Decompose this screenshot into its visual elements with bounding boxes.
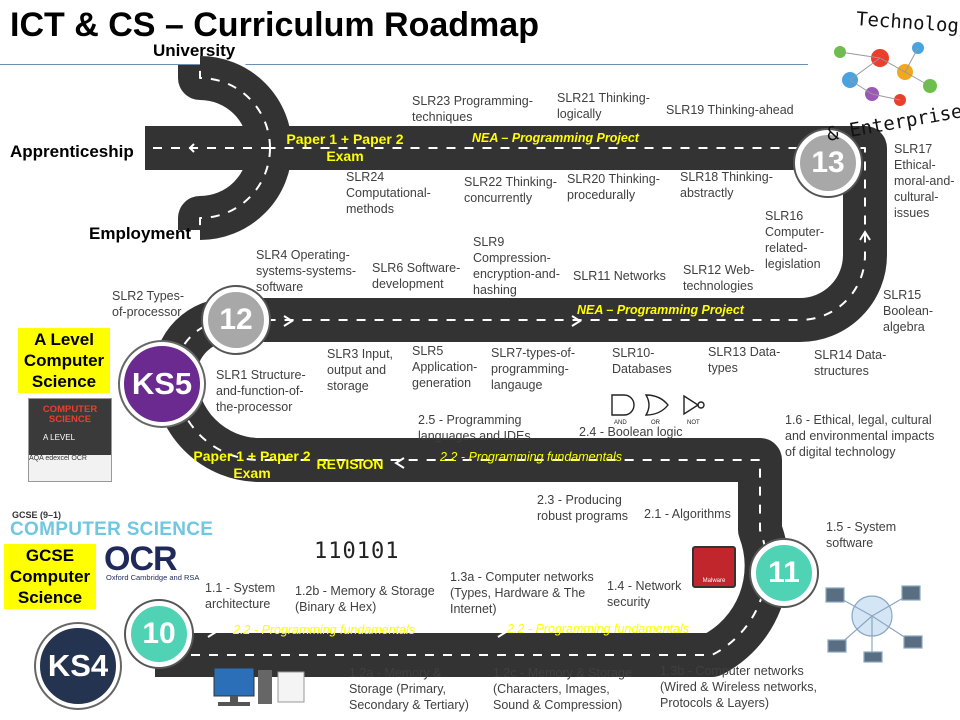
gate-or-label: OR — [651, 420, 661, 426]
topic-2-3: 2.3 - Producing robust programs — [537, 493, 629, 523]
topic-slr7: SLR7-types-of-programming-langauge — [491, 346, 576, 392]
topic-slr24: SLR24 Computational-methods — [346, 170, 431, 216]
topic-slr9: SLR9 Compression-encryption-and-hashing — [473, 235, 560, 297]
ocr-logo: OCR — [104, 540, 178, 578]
topic-1-3b: 1.3b - Computer networks (Wired & Wirele… — [660, 664, 817, 710]
year-10-badge: 10 — [126, 601, 192, 667]
direction-arrows — [188, 143, 871, 638]
binary-image: 110101 — [314, 539, 400, 564]
prog-fund-label-3: 2.2 - Programming fundamentals — [507, 622, 690, 636]
topic-1-4: 1.4 - Network security — [607, 579, 682, 609]
year-13-badge: 13 — [795, 130, 861, 196]
topic-slr23: SLR23 Programming-techniques — [412, 94, 533, 124]
ks4-badge: KS4 — [36, 624, 120, 708]
year-11-badge: 11 — [751, 540, 817, 606]
network-icon — [825, 585, 923, 663]
exam-label-top: Paper 1 + Paper 2 Exam — [286, 131, 404, 164]
nea-label-mid: NEA – Programming Project — [577, 303, 744, 317]
topic-slr10: SLR10-Databases — [612, 346, 672, 376]
a-level-textbook-image: COMPUTER SCIENCE A LEVEL AQA edexcel OCR — [28, 398, 112, 482]
gate-and-label: AND — [614, 420, 627, 426]
a-level-label: A Level Computer Science — [18, 328, 110, 393]
topic-1-3a: 1.3a - Computer networks (Types, Hardwar… — [450, 570, 594, 616]
topic-slr4: SLR4 Operating-systems-systems-software — [256, 248, 356, 294]
topic-1-6: 1.6 - Ethical, legal, cultural and envir… — [785, 413, 935, 459]
topic-2-5: 2.5 - Programming languages and IDEs — [418, 413, 531, 443]
topic-slr11: SLR11 Networks — [573, 269, 666, 283]
topic-slr2: SLR2 Types-of-processor — [112, 289, 185, 319]
topic-1-1: 1.1 - System architecture — [205, 581, 276, 611]
topic-slr1: SLR1 Structure-and-function-of-the-proce… — [216, 368, 306, 414]
logic-gates-icon — [611, 394, 705, 416]
topic-slr17: SLR17 Ethical-moral-and-cultural-issues — [894, 142, 955, 220]
ks5-badge: KS5 — [120, 342, 204, 426]
destination-employment: Employment — [89, 224, 192, 243]
topic-slr5: SLR5 Application-generation — [412, 344, 478, 390]
revision-label: REVISION — [316, 456, 384, 472]
topic-1-5: 1.5 - System software — [826, 520, 897, 550]
topic-slr13: SLR13 Data-types — [708, 345, 781, 375]
book-level: A LEVEL — [43, 433, 76, 442]
malware-icon: Malware — [692, 546, 736, 588]
topic-2-1: 2.1 - Algorithms — [644, 507, 731, 521]
prog-fund-label-2: 2.2 - Programming fundamentals — [233, 623, 416, 637]
malware-label: Malware — [702, 578, 726, 584]
book-boards: AQA edexcel OCR — [29, 455, 111, 481]
nea-label-top: NEA – Programming Project — [472, 131, 639, 145]
exam-label-mid: Paper 1 + Paper 2 Exam — [193, 448, 311, 481]
topic-1-2b: 1.2b - Memory & Storage (Binary & Hex) — [295, 584, 435, 614]
topic-slr14: SLR14 Data-structures — [814, 348, 887, 378]
topic-slr22: SLR22 Thinking-concurrently — [464, 175, 557, 205]
topic-slr20: SLR20 Thinking-procedurally — [567, 172, 660, 202]
topic-slr6: SLR6 Software-development — [372, 261, 461, 291]
page-title: ICT & CS – Curriculum Roadmap — [10, 6, 539, 44]
destination-apprenticeship: Apprenticeship — [10, 142, 134, 161]
topic-slr16: SLR16 Computer-related-legislation — [765, 209, 825, 271]
topic-slr12: SLR12 Web-technologies — [683, 263, 755, 293]
gate-not-label: NOT — [687, 420, 700, 426]
gcse-label: GCSE Computer Science — [4, 544, 96, 609]
gcse-small-label: GCSE (9–1) — [12, 510, 62, 520]
computer-icon — [213, 667, 305, 706]
topic-1-2a: 1.2a - Memory & Storage (Primary, Second… — [349, 666, 469, 712]
topic-2-4: 2.4 - Boolean logic — [579, 425, 683, 439]
topic-slr15: SLR15 Boolean-algebra — [883, 288, 934, 334]
title-rule — [0, 64, 808, 65]
topic-slr19: SLR19 Thinking-ahead — [666, 103, 794, 117]
gcse-cs-logo: COMPUTER SCIENCE — [10, 519, 214, 540]
prog-fund-label-1: 2.2 - Programming fundamentals — [440, 450, 623, 464]
topic-1-2c: 1.2c - Memory & Storage (Characters, Ima… — [493, 666, 632, 712]
topic-slr3: SLR3 Input, output and storage — [327, 347, 394, 393]
book-title: COMPUTER SCIENCE — [42, 404, 98, 425]
tech-enterprise-logo — [834, 42, 937, 106]
ocr-subtitle: Oxford Cambridge and RSA — [106, 573, 200, 582]
topic-slr18: SLR18 Thinking-abstractly — [680, 170, 773, 200]
topic-slr21: SLR21 Thinking-logically — [557, 91, 650, 121]
destination-university: University — [153, 41, 236, 60]
year-12-badge: 12 — [203, 287, 269, 353]
